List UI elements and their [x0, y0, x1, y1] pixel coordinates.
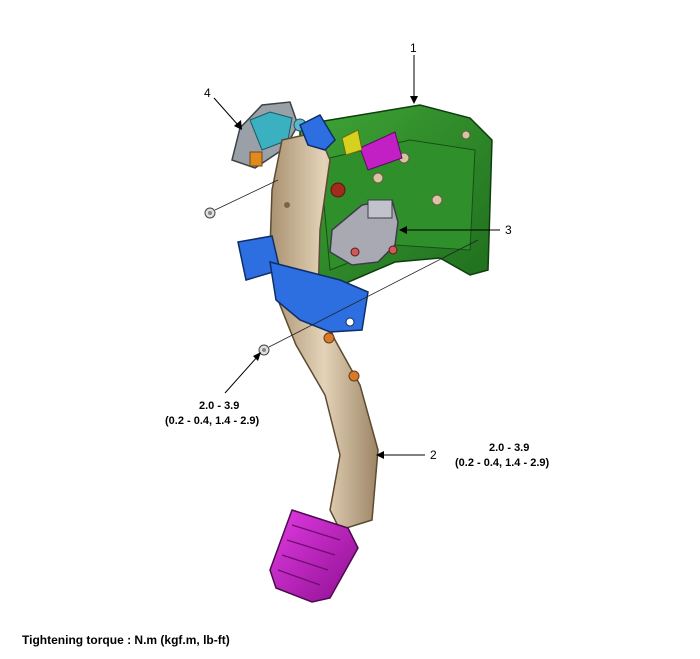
bracket-hole [431, 194, 443, 206]
arm-hole [284, 202, 290, 208]
arm-hole [348, 370, 360, 382]
stop-lamp-switch [329, 199, 399, 266]
upper-blue-clip [299, 114, 336, 151]
nut-upper-leader [214, 179, 279, 211]
callout-2: 2 [430, 448, 437, 462]
callout-1: 1 [410, 41, 417, 55]
torque-b-value: 2.0 - 3.9 [489, 442, 529, 454]
nut-upper [204, 207, 216, 219]
callout-3: 3 [505, 223, 512, 237]
torque-a-value: 2.0 - 3.9 [199, 400, 239, 412]
torque-a-leader [224, 352, 261, 394]
callout-4-leader [213, 97, 242, 130]
tightening-torque-note: Tightening torque : N.m (kgf.m, lb-ft) [22, 633, 230, 647]
bracket-bolt [330, 182, 346, 198]
callout-4: 4 [204, 86, 211, 100]
nut-lower [258, 344, 270, 356]
callout-1-leader [410, 55, 418, 104]
torque-b-units: (0.2 - 0.4, 1.4 - 2.9) [455, 457, 549, 469]
pedal-pad [269, 509, 359, 603]
bracket-hole [372, 172, 384, 184]
magenta-bracket-piece [341, 129, 403, 171]
bracket-hole [461, 130, 471, 140]
arm-hole [323, 332, 335, 344]
torque-a-units: (0.2 - 0.4, 1.4 - 2.9) [165, 415, 259, 427]
nut-lower-leader [268, 239, 479, 348]
pedal-mount-bracket [237, 235, 369, 333]
callout-3-leader [399, 226, 500, 234]
callout-2-leader [376, 451, 425, 459]
